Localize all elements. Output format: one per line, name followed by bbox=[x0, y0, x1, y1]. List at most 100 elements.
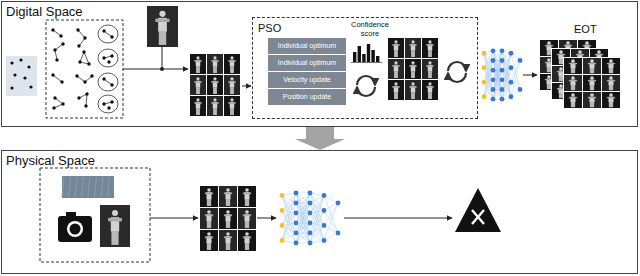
illustration-part bbox=[428, 50, 432, 57]
illustration-part bbox=[53, 48, 56, 51]
failure-symbol bbox=[455, 188, 501, 232]
illustration-part bbox=[102, 102, 105, 105]
illustration-part bbox=[609, 85, 613, 90]
thermal-image bbox=[602, 75, 620, 91]
illustration-part bbox=[228, 60, 235, 62]
illustration-part bbox=[110, 54, 113, 57]
illustration-part bbox=[493, 51, 502, 99]
illustration-part bbox=[493, 51, 502, 99]
thermal-image bbox=[219, 186, 237, 207]
illustration-part bbox=[213, 87, 217, 94]
illustration-part bbox=[409, 65, 416, 67]
illustration-part bbox=[387, 37, 439, 101]
illustration-part bbox=[230, 108, 234, 115]
illustration-part bbox=[448, 73, 466, 82]
illustration-part bbox=[590, 93, 594, 97]
illustration-part bbox=[411, 61, 414, 64]
illustration-part bbox=[564, 58, 582, 74]
illustration-part bbox=[55, 58, 58, 61]
illustration-part bbox=[509, 51, 514, 56]
illustration-part bbox=[226, 188, 230, 192]
illustration-part bbox=[86, 94, 87, 106]
illustration-part bbox=[308, 191, 313, 196]
illustration-part bbox=[500, 87, 505, 92]
illustration-part bbox=[226, 232, 230, 236]
image-grid bbox=[189, 53, 241, 117]
illustration-part bbox=[230, 98, 233, 101]
illustration-part bbox=[411, 82, 414, 85]
illustration-part bbox=[82, 50, 85, 53]
illustration-part bbox=[245, 199, 249, 206]
illustration-part bbox=[82, 177, 84, 197]
illustration-part bbox=[78, 60, 81, 63]
illustration-part bbox=[213, 66, 217, 73]
illustration-part bbox=[590, 102, 594, 107]
illustration-part bbox=[243, 237, 251, 239]
thermal-image bbox=[238, 208, 256, 229]
illustration-part bbox=[482, 94, 487, 99]
illustration-part bbox=[98, 49, 118, 67]
illustration-part bbox=[482, 51, 487, 56]
illustration-part bbox=[324, 196, 338, 234]
illustration-part bbox=[112, 210, 118, 216]
illustration-part bbox=[62, 176, 114, 198]
illustration-part bbox=[46, 20, 123, 118]
illustration-part bbox=[224, 215, 232, 217]
illustration-part bbox=[294, 221, 299, 226]
illustration-part bbox=[230, 66, 234, 73]
illustration-part bbox=[294, 231, 299, 236]
illustration-part bbox=[576, 54, 584, 55]
illustration-part bbox=[60, 80, 63, 83]
illustration-part bbox=[194, 81, 201, 83]
illustration-part bbox=[211, 60, 218, 62]
illustration-part bbox=[98, 25, 118, 43]
illustration-part bbox=[590, 76, 594, 80]
thermal-image bbox=[147, 6, 178, 47]
junction-dot bbox=[160, 67, 164, 71]
illustration-part bbox=[238, 208, 256, 229]
illustration-part bbox=[588, 97, 596, 98]
illustration-part bbox=[280, 208, 285, 213]
illustration-part bbox=[75, 177, 77, 197]
illustration-part bbox=[213, 56, 216, 59]
thermal-image bbox=[583, 58, 601, 74]
illustration-part bbox=[280, 223, 285, 228]
illustration-part bbox=[6, 56, 37, 96]
thermal-image bbox=[405, 38, 421, 58]
thermal-image bbox=[238, 186, 256, 207]
thermal-image bbox=[100, 205, 130, 247]
illustration-part bbox=[602, 75, 620, 91]
illustration-part bbox=[409, 44, 416, 46]
illustration-part bbox=[108, 177, 110, 197]
illustration-part bbox=[491, 48, 496, 53]
thermal-image bbox=[405, 59, 421, 79]
illustration-part bbox=[102, 29, 105, 32]
thermal-image bbox=[564, 75, 582, 91]
illustration-part bbox=[559, 67, 563, 71]
illustration-part bbox=[69, 177, 71, 197]
illustration-part bbox=[199, 185, 257, 252]
illustration-part bbox=[245, 232, 249, 236]
illustration-part bbox=[609, 76, 613, 80]
illustration-part bbox=[107, 60, 110, 63]
illustration-part bbox=[371, 50, 374, 62]
illustration-part bbox=[83, 80, 86, 83]
illustration-part bbox=[590, 59, 594, 63]
illustration-part bbox=[219, 208, 237, 229]
thermal-image bbox=[602, 58, 620, 74]
stage-label: EOT bbox=[574, 23, 604, 36]
illustration-part bbox=[571, 85, 575, 90]
illustration-part bbox=[394, 40, 397, 43]
illustration-part bbox=[23, 76, 26, 79]
illustration-part bbox=[357, 76, 375, 85]
illustration-part bbox=[426, 65, 433, 67]
illustration-part bbox=[205, 237, 213, 239]
illustration-part bbox=[422, 38, 438, 58]
illustration-part bbox=[428, 82, 431, 85]
illustration-part bbox=[101, 177, 103, 197]
illustration-part bbox=[282, 213, 296, 241]
illustration-part bbox=[405, 38, 421, 58]
illustration-part bbox=[159, 11, 165, 17]
illustration-part bbox=[392, 65, 399, 67]
illustration-part bbox=[569, 97, 577, 98]
